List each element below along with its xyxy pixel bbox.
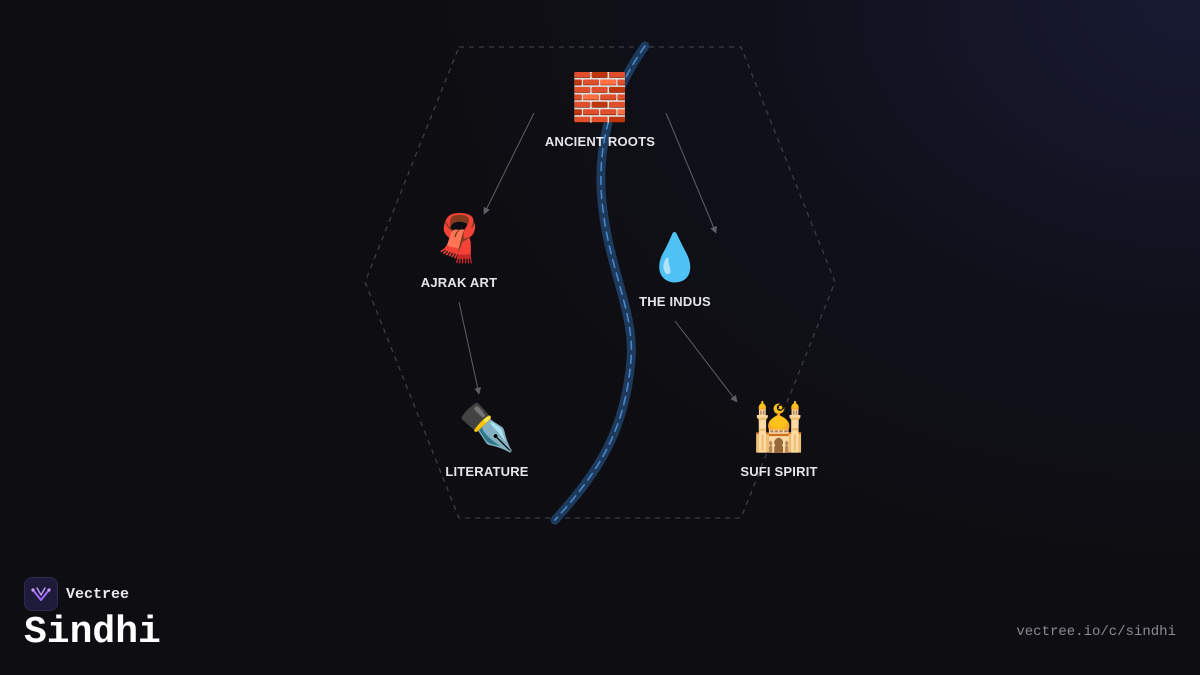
node-label-literature: LITERATURE [445, 464, 528, 479]
edge-ancient-roots-to-ajrak-art [483, 112, 535, 215]
node-label-ancient-roots: ANCIENT ROOTS [545, 134, 655, 149]
edge-ajrak-art-to-literature [458, 301, 482, 395]
node-ajrak-art[interactable]: 🧣 AJRAK ART [421, 210, 497, 290]
node-label-sufi-spirit: SUFI SPIRIT [740, 464, 817, 479]
water-drop-icon: 💧 [646, 230, 703, 284]
brand-name: Vectree [66, 585, 130, 603]
hexagon-frame [364, 46, 836, 519]
edge-ancient-roots-to-the-indus [665, 112, 717, 234]
brick-wall-icon: 🧱 [571, 70, 628, 124]
brand[interactable]: Vectree [24, 577, 129, 611]
node-the-indus[interactable]: 💧 THE INDUS [639, 230, 711, 309]
edge-the-indus-to-sufi-spirit [674, 320, 738, 403]
vectree-logo-icon [24, 577, 58, 611]
edges [458, 112, 738, 403]
fountain-pen-icon: ✒️ [458, 400, 515, 454]
mosque-icon: 🕌 [750, 399, 807, 454]
scarf-icon: 🧣 [430, 210, 487, 265]
node-sufi-spirit[interactable]: 🕌 SUFI SPIRIT [740, 399, 817, 479]
indus-river [550, 41, 650, 525]
page-url[interactable]: vectree.io/c/sindhi [1016, 624, 1176, 640]
node-literature[interactable]: ✒️ LITERATURE [445, 400, 528, 479]
node-label-the-indus: THE INDUS [639, 294, 711, 309]
nodes: 🧱 ANCIENT ROOTS 🧣 AJRAK ART 💧 THE INDUS ✒️ LITE… [421, 70, 818, 479]
node-ancient-roots[interactable]: 🧱 ANCIENT ROOTS [545, 70, 655, 149]
river-dashes [554, 45, 646, 521]
node-label-ajrak-art: AJRAK ART [421, 275, 497, 290]
page-title: Sindhi [24, 611, 161, 654]
